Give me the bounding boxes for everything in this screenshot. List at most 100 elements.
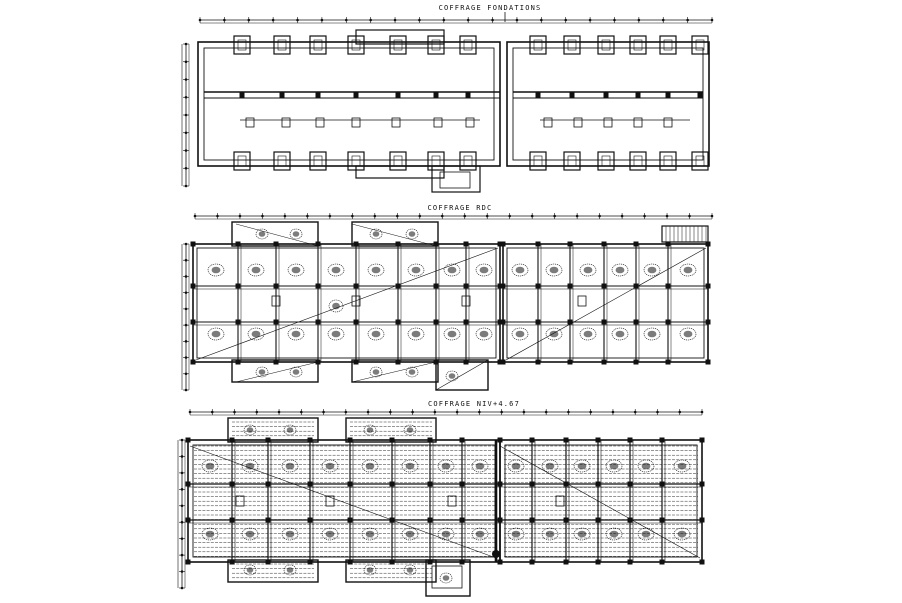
pad-footing-bottom bbox=[459, 151, 477, 171]
niv-column bbox=[595, 481, 601, 487]
rdc-slab-hatch bbox=[679, 327, 697, 341]
pad-footing-top bbox=[309, 35, 327, 55]
niv-opening bbox=[447, 495, 457, 507]
rdc-column bbox=[665, 241, 671, 247]
rdc-slab-hatch-core bbox=[515, 266, 525, 274]
rdc-slab-hatch bbox=[207, 263, 225, 277]
rdc-column bbox=[463, 319, 469, 325]
pad-footing-bottom bbox=[427, 151, 445, 171]
niv-slab-hatch bbox=[573, 527, 591, 541]
rdc-slab-hatch-core bbox=[251, 266, 261, 274]
rdc-slab-hatch bbox=[407, 327, 425, 341]
niv-slab-hatch-core bbox=[475, 462, 485, 470]
rdc-slab-hatch bbox=[579, 327, 597, 341]
rdc-slab-hatch-core bbox=[615, 330, 625, 338]
niv-slab-hatch bbox=[361, 459, 379, 473]
niv-slab-hatch bbox=[243, 424, 257, 436]
rdc-slab-hatch bbox=[475, 263, 493, 277]
niv-column bbox=[563, 559, 569, 565]
niv-slab-hatch-core bbox=[325, 530, 335, 538]
niv-slab-hatch-core bbox=[365, 462, 375, 470]
interior-pad bbox=[351, 117, 361, 128]
niv-column bbox=[497, 437, 503, 443]
pad-footing-top bbox=[563, 35, 581, 55]
pad-footing-top bbox=[459, 35, 477, 55]
rdc-slab-hatch-core bbox=[411, 266, 421, 274]
rdc-slab-hatch-core bbox=[647, 266, 657, 274]
rdc-column bbox=[497, 319, 503, 325]
niv-opening bbox=[235, 495, 245, 507]
rdc-slab-hatch bbox=[247, 327, 265, 341]
rdc-column bbox=[500, 283, 506, 289]
rdc-column bbox=[273, 319, 279, 325]
rdc-column bbox=[665, 359, 671, 365]
plan-coffrage-niv bbox=[177, 409, 705, 597]
niv-column bbox=[595, 517, 601, 523]
pad-footing-top bbox=[347, 35, 365, 55]
niv-column bbox=[497, 481, 503, 487]
rdc-column bbox=[535, 283, 541, 289]
pad-footing-bottom-core bbox=[431, 155, 441, 167]
rdc-slab-hatch bbox=[207, 327, 225, 341]
rdc-column bbox=[190, 359, 196, 365]
pad-footing-top bbox=[233, 35, 251, 55]
column-axis bbox=[279, 92, 285, 98]
niv-column bbox=[347, 559, 353, 565]
column-axis bbox=[535, 92, 541, 98]
niv-column bbox=[659, 437, 665, 443]
rdc-column bbox=[463, 359, 469, 365]
niv-column bbox=[497, 517, 503, 523]
niv-slab-hatch-core bbox=[245, 530, 255, 538]
niv-slab-hatch bbox=[283, 424, 297, 436]
rdc-column bbox=[433, 359, 439, 365]
rdc-slab-hatch bbox=[511, 263, 529, 277]
niv-column bbox=[529, 517, 535, 523]
niv-column bbox=[389, 437, 395, 443]
niv-slab-hatch-core bbox=[511, 530, 521, 538]
rdc-slab-hatch-core bbox=[408, 231, 416, 237]
pad-footing-top-core bbox=[663, 39, 673, 51]
rdc-projection-diagonal bbox=[351, 361, 437, 383]
rdc-slab-diagonal-right bbox=[505, 247, 707, 361]
niv-column bbox=[185, 559, 191, 565]
rdc-column bbox=[601, 359, 607, 365]
niv-column bbox=[265, 517, 271, 523]
rdc-slab-hatch-core bbox=[515, 330, 525, 338]
rdc-slab-hatch-core bbox=[447, 330, 457, 338]
pad-footing-top-core bbox=[533, 39, 543, 51]
niv-column bbox=[265, 481, 271, 487]
rdc-column bbox=[273, 241, 279, 247]
pad-footing-bottom-core bbox=[663, 155, 673, 167]
rdc-column bbox=[500, 241, 506, 247]
column-axis bbox=[315, 92, 321, 98]
niv-column bbox=[389, 481, 395, 487]
pad-footing-bottom-core bbox=[237, 155, 247, 167]
niv-column bbox=[427, 481, 433, 487]
niv-column bbox=[659, 559, 665, 565]
rdc-slab-hatch-core bbox=[372, 231, 380, 237]
niv-slab-hatch bbox=[363, 564, 377, 576]
pad-footing-top-core bbox=[313, 39, 323, 51]
niv-opening bbox=[325, 495, 335, 507]
interior-pad bbox=[281, 117, 291, 128]
niv-slab-hatch-core bbox=[406, 567, 414, 573]
niv-slab-hatch-core bbox=[441, 462, 451, 470]
pad-footing-bottom-core bbox=[695, 155, 705, 167]
column-axis bbox=[665, 92, 671, 98]
niv-slab-hatch-core bbox=[405, 530, 415, 538]
rdc-column bbox=[353, 241, 359, 247]
rdc-column bbox=[705, 319, 711, 325]
rdc-column bbox=[190, 241, 196, 247]
pad-footing-top-core bbox=[633, 39, 643, 51]
rdc-slab-hatch-core bbox=[479, 330, 489, 338]
niv-column bbox=[497, 559, 503, 565]
rdc-slab-hatch bbox=[367, 327, 385, 341]
pad-footing-top bbox=[629, 35, 647, 55]
niv-slab-hatch-core bbox=[641, 530, 651, 538]
rdc-slab-hatch bbox=[369, 366, 383, 378]
rdc-column bbox=[633, 241, 639, 247]
niv-column bbox=[529, 437, 535, 443]
column-axis bbox=[353, 92, 359, 98]
rdc-column bbox=[665, 283, 671, 289]
rdc-slab-hatch-core bbox=[447, 266, 457, 274]
